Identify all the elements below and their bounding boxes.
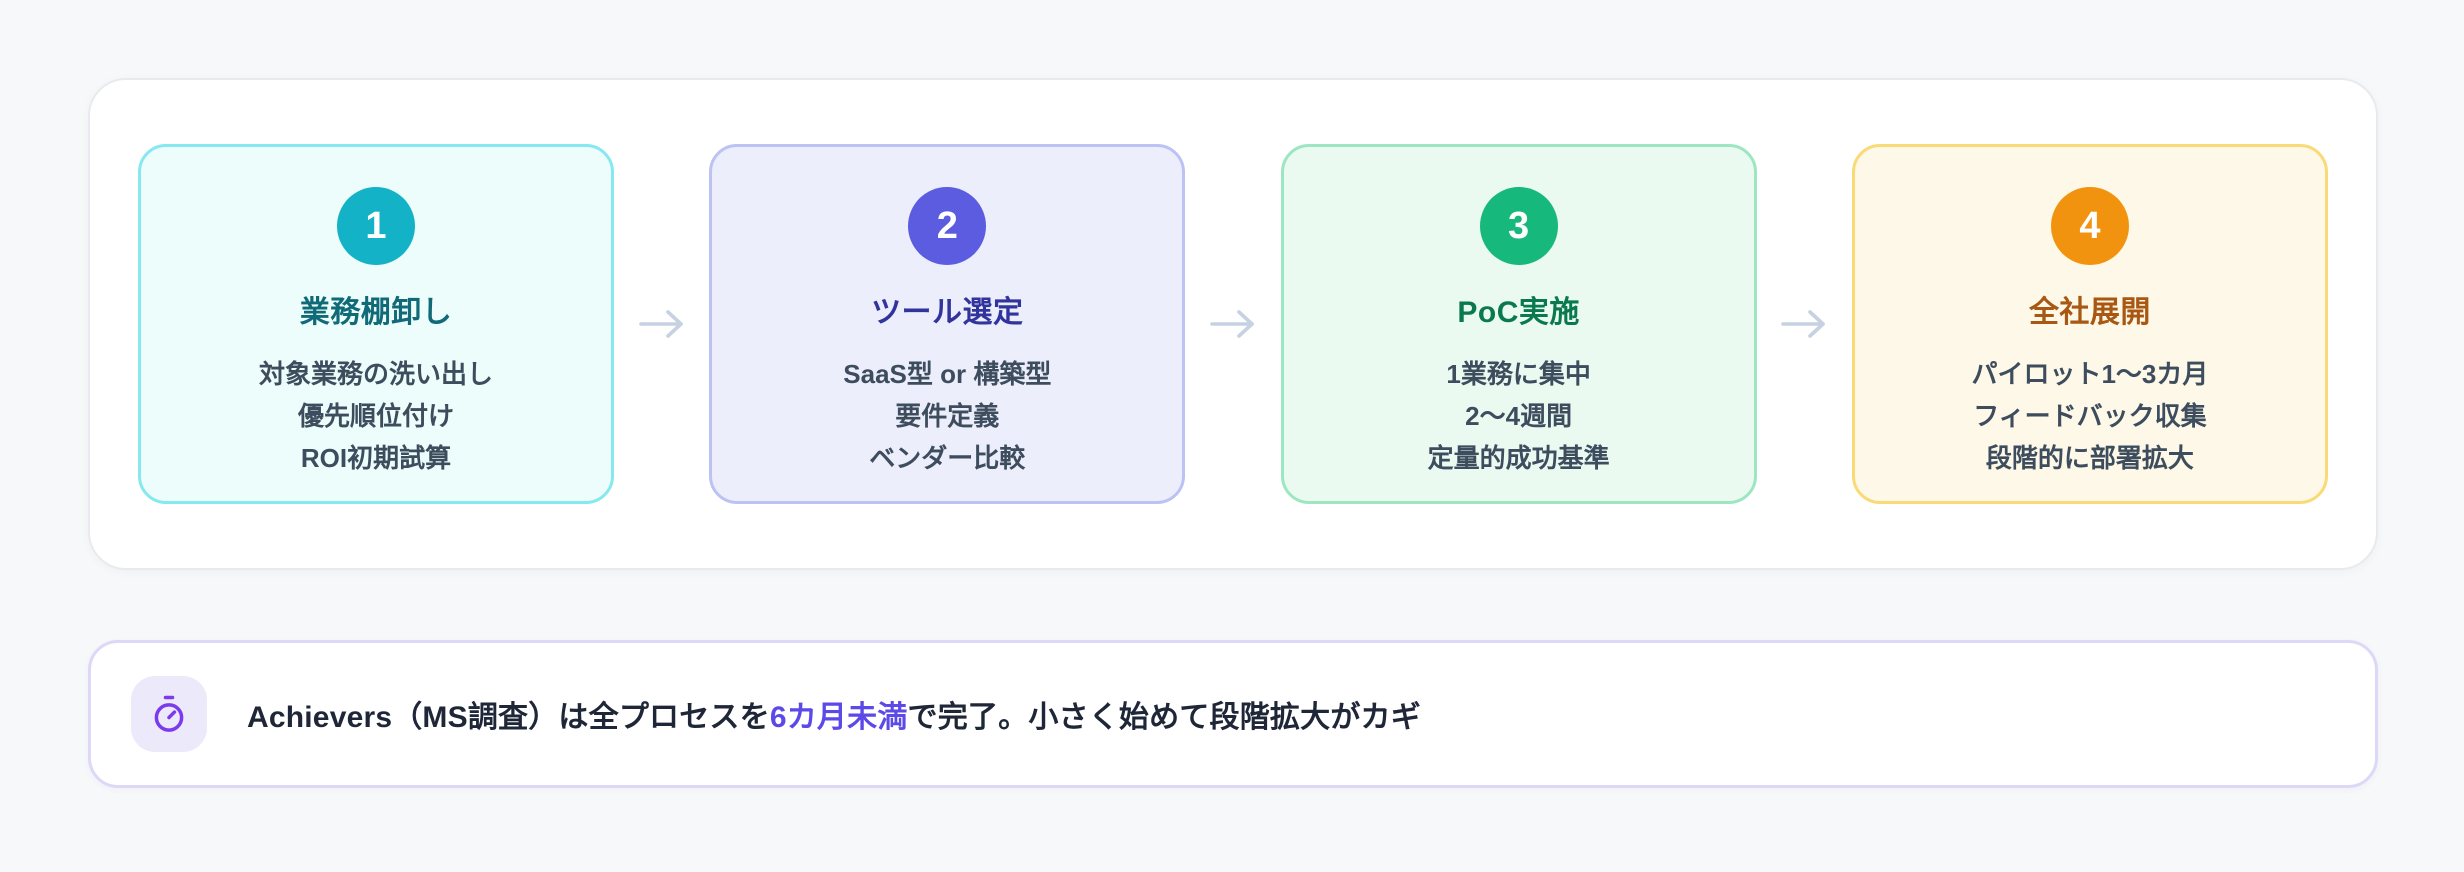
step-number-badge-1: 1 [337, 187, 415, 265]
step-title-1: 業務棚卸し [299, 296, 453, 329]
step-detail-line: 2〜4週間 [1465, 401, 1573, 432]
arrow-right-icon [1775, 295, 1833, 353]
summary-note-text: Achievers（MS調査）は全プロセスを6カ月未満で完了。小さく始めて段階拡… [247, 692, 1421, 736]
step-detail-list-3: 1業務に集中 2〜4週間 定量的成功基準 [1428, 353, 1610, 479]
step-detail-line: パイロット1〜3カ月 [1971, 359, 2209, 389]
step-detail-line: 要件定義 [895, 401, 1000, 432]
step-number-badge-4: 4 [2050, 187, 2129, 265]
step-card-4[interactable]: 4 全社展開 パイロット1〜3カ月 フィードバック収集 段階的に部署拡大 [1851, 144, 2328, 504]
note-text-highlight: 6カ月未満 [769, 701, 908, 734]
step-number-badge-3: 3 [1479, 187, 1558, 265]
step-detail-line: SaaS型 or 構築型 [843, 359, 1052, 389]
step-title-4: 全社展開 [2028, 296, 2151, 329]
step-detail-list-4: パイロット1〜3カ月 フィードバック収集 段階的に部署拡大 [1971, 353, 2208, 479]
step-detail-line: 1業務に集中 [1446, 359, 1591, 389]
step-title-3: PoC実施 [1457, 296, 1580, 329]
note-text-after: で完了。小さく始めて段階拡大がカギ [907, 701, 1421, 734]
step-detail-line: ベンダー比較 [869, 443, 1026, 474]
step-card-3[interactable]: 3 PoC実施 1業務に集中 2〜4週間 定量的成功基準 [1280, 144, 1757, 504]
arrow-right-icon [1204, 295, 1262, 353]
step-title-2: ツール選定 [871, 296, 1024, 329]
note-text-before: Achievers（MS調査）は全プロセスを [247, 701, 770, 734]
summary-note-bar: Achievers（MS調査）は全プロセスを6カ月未満で完了。小さく始めて段階拡… [88, 640, 2378, 788]
step-detail-list-2: SaaS型 or 構築型 要件定義 ベンダー比較 [843, 353, 1051, 479]
step-detail-line: 優先順位付け [297, 401, 454, 432]
step-detail-line: フィードバック収集 [1973, 401, 2207, 432]
stopwatch-icon [131, 676, 207, 752]
step-card-1[interactable]: 1 業務棚卸し 対象業務の洗い出し 優先順位付け ROI初期試算 [138, 144, 614, 504]
step-detail-line: 定量的成功基準 [1427, 443, 1610, 474]
step-card-2[interactable]: 2 ツール選定 SaaS型 or 構築型 要件定義 ベンダー比較 [709, 144, 1186, 504]
step-detail-line: ROI初期試算 [300, 443, 452, 474]
step-detail-line: 段階的に部署拡大 [1985, 443, 2194, 474]
step-detail-list-1: 対象業務の洗い出し 優先順位付け ROI初期試算 [259, 353, 493, 479]
arrow-right-icon [633, 295, 691, 353]
step-number-badge-2: 2 [908, 187, 987, 265]
process-flow-panel: 1 業務棚卸し 対象業務の洗い出し 優先順位付け ROI初期試算 2 ツール選定… [88, 78, 2378, 570]
step-detail-line: 対象業務の洗い出し [258, 359, 493, 389]
